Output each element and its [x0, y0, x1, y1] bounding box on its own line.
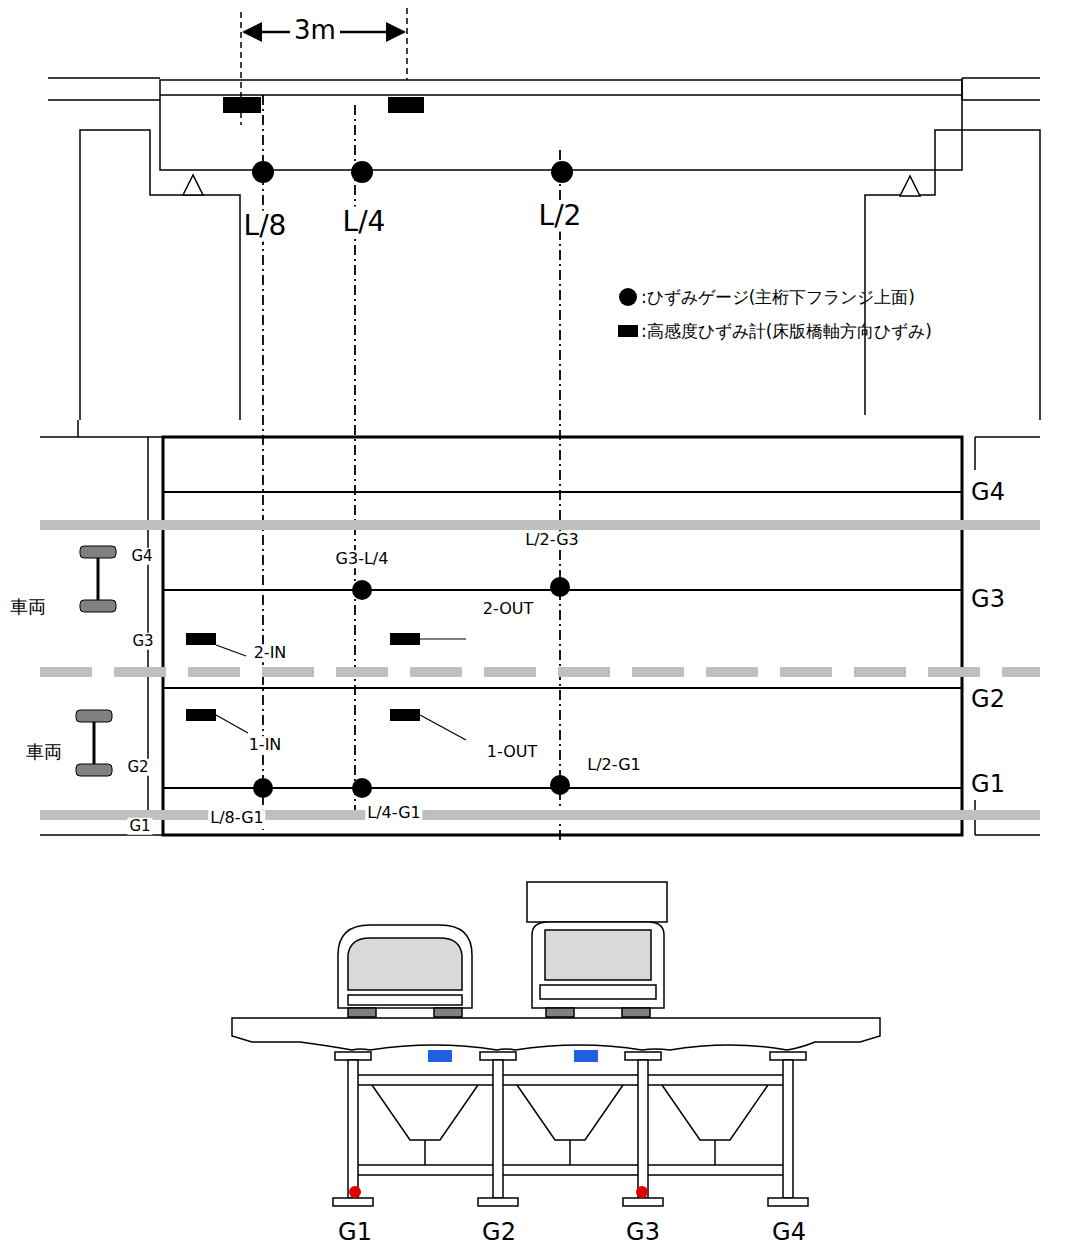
label-text: 車両 [24, 742, 64, 762]
vehicle-symbol [76, 546, 116, 776]
legend-entry: :ひずみゲージ(主桁下フランジ上面) [641, 288, 915, 307]
label-text: 1-IN [247, 736, 284, 754]
section-line [263, 95, 560, 840]
legend-text: :ひずみゲージ(主桁下フランジ上面) [641, 287, 915, 307]
legend-text: :高感度ひずみ計(床版橋軸方向ひずみ) [641, 321, 932, 341]
label-text: G2 [480, 1219, 518, 1245]
label-text: G4 [129, 548, 154, 565]
sensor-mark [574, 1050, 598, 1062]
label-text: 1-OUT [485, 743, 539, 761]
sensor-mark [349, 1186, 361, 1198]
cross-section [232, 882, 880, 1206]
label-text: G3 [969, 586, 1007, 612]
label-text: 2-IN [252, 644, 289, 662]
label-text: G1 [127, 818, 152, 835]
legend-rect [618, 325, 638, 337]
label-text: 車両 [8, 597, 48, 617]
label-text: L/2-G1 [585, 756, 642, 774]
label-text: G1 [336, 1219, 374, 1245]
label-text: G3-L/4 [334, 550, 391, 568]
strain-gauge [186, 577, 570, 798]
plan-view [40, 415, 1040, 835]
label-text: 2-OUT [481, 600, 535, 618]
label-text: G2 [125, 759, 150, 776]
label-text: L/4-G1 [365, 804, 422, 822]
sensor-mark [636, 1186, 648, 1198]
label-text: L/8 [242, 211, 289, 242]
label-text: G3 [624, 1219, 662, 1245]
strain-gauge [223, 97, 573, 183]
legend-entry: :高感度ひずみ計(床版橋軸方向ひずみ) [641, 322, 932, 341]
label-text: L/2 [537, 201, 584, 232]
lane-marking [40, 525, 1040, 815]
elevation [48, 8, 1040, 420]
label-text: L/2-G3 [523, 531, 580, 549]
label-text: G2 [969, 686, 1007, 712]
label-text: G4 [770, 1219, 808, 1245]
label-text: G4 [969, 479, 1007, 505]
label-text: G1 [969, 771, 1007, 797]
leader-line [216, 639, 466, 740]
label-text: G3 [130, 633, 155, 650]
label-text: L/4 [341, 207, 388, 238]
label-text: 3m [292, 16, 338, 45]
label-text: L/8-G1 [208, 809, 265, 827]
sensor-mark [428, 1050, 452, 1062]
legend-dot [619, 288, 637, 306]
